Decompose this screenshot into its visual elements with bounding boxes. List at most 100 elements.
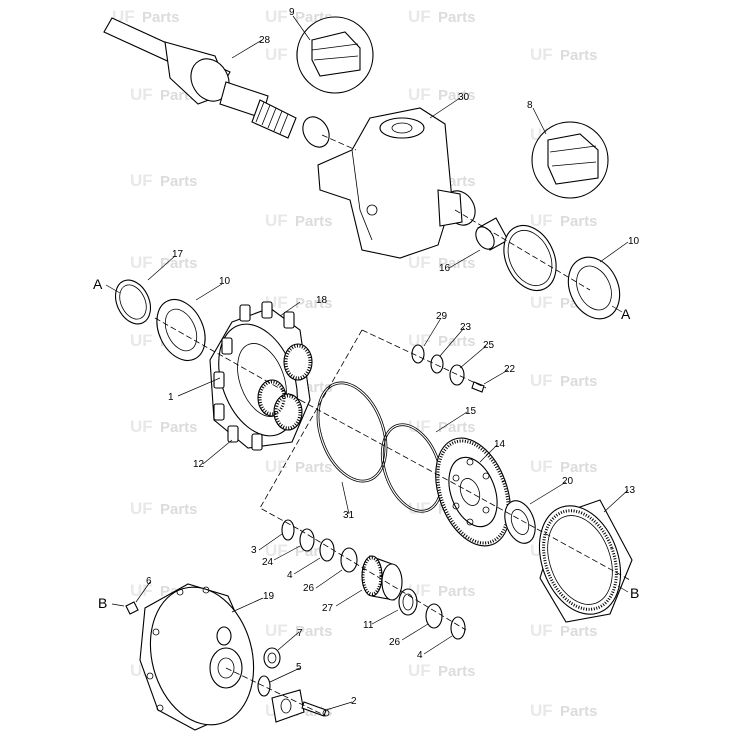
detail-circle-9 [296,16,374,94]
callout-26-upper: 26 [303,583,315,594]
callout-labels: 1 2 3 4 4 5 6 7 8 9 10 10 11 12 13 14 15… [146,7,640,707]
bearing-cup-right [567,256,621,320]
o-ring-15-inner [382,425,442,511]
ring-gear [538,499,633,623]
callout-2: 2 [351,696,357,707]
ref-a-right: A [621,306,631,322]
callout-24: 24 [262,557,274,568]
callout-18: 18 [316,295,328,306]
watermark-text: Parts [560,373,598,390]
spacer-23 [430,354,444,374]
watermark-logo-letters: UF [530,457,553,476]
callout-7: 7 [297,628,303,639]
watermark-text: Parts [160,255,198,272]
o-ring-31-inner [318,383,386,481]
watermark-text: Parts [142,9,180,26]
bearing-cone [475,217,509,251]
callout-10-left: 10 [219,276,231,287]
watermark-text: Parts [160,501,198,518]
watermark-logo-letters: UF [265,7,288,26]
callout-9: 9 [289,7,295,18]
callout-10-right: 10 [628,236,640,247]
watermark-logo: UF Parts [530,211,598,230]
callout-13: 13 [624,485,636,496]
watermark-text: Parts [438,333,476,350]
watermark-text: Parts [295,295,333,312]
watermark-text: Parts [438,663,476,680]
callout-19: 19 [263,591,275,602]
callout-12: 12 [193,459,205,470]
axle-shaft [103,17,297,139]
watermark-text: Parts [160,173,198,190]
shaft-seal-ring [302,116,330,148]
callout-20: 20 [562,476,574,487]
watermark-logo-letters: UF [408,85,431,104]
sun-gear-carrier [435,437,511,547]
snap-ring-4-upper [319,538,335,562]
watermark-logo-letters: UF [530,211,553,230]
planet-washer-3 [281,519,295,541]
callout-6: 6 [146,576,152,587]
watermark-logo-letters: UF [408,661,431,680]
thrust-washer-26-upper [340,547,358,573]
callout-23: 23 [460,322,472,333]
watermark-logo: UF Parts [130,417,198,436]
watermark-logo-letters: UF [530,621,553,640]
callout-14: 14 [494,439,506,450]
detail-circle-8 [531,121,609,199]
callout-30: 30 [458,92,470,103]
watermark-text: Parts [560,459,598,476]
watermark-logo-letters: UF [408,253,431,272]
thrust-washer-29 [411,344,425,364]
callout-1: 1 [168,392,174,403]
nut-7 [263,647,281,669]
watermark-logo-letters: UF [530,45,553,64]
seal-ring-left [114,279,152,325]
plug-6 [125,601,139,615]
o-ring-31 [316,381,388,483]
watermark-text: Parts [438,419,476,436]
assembly-lines [154,134,631,717]
watermark-logo-letters: UF [265,45,288,64]
watermark-text: Parts [560,213,598,230]
watermark-logo-letters: UF [130,85,153,104]
watermark-logo-letters: UF [265,541,288,560]
callout-8: 8 [527,100,533,111]
watermark-text: Parts [438,87,476,104]
watermark-logo-letters: UF [530,293,553,312]
watermark-logo-letters: UF [130,417,153,436]
bearing-cup-left [156,298,206,362]
snap-ring-4-lower [450,616,466,640]
callout-3: 3 [251,545,257,556]
callout-26-lower: 26 [389,637,401,648]
thrust-washer-20 [504,500,536,544]
watermark-logo-letters: UF [530,701,553,720]
watermark-logo-letters: UF [408,7,431,26]
washer-5 [257,675,271,697]
watermark-logo-letters: UF [265,457,288,476]
callout-15: 15 [465,406,477,417]
ref-b-left: B [98,595,107,611]
callout-11: 11 [363,620,374,631]
bracket-2 [271,689,330,723]
callout-22: 22 [504,364,516,375]
callout-28: 28 [259,35,271,46]
knuckle-seal-ring [503,225,557,291]
callout-4-lower: 4 [417,650,423,661]
callout-27: 27 [322,603,334,614]
watermark-text: Parts [295,623,333,640]
callout-25: 25 [483,340,495,351]
planet-ring-24 [299,528,315,552]
watermark-logo: UF Parts [530,457,598,476]
callout-17: 17 [172,249,184,260]
watermark-text: Parts [160,419,198,436]
